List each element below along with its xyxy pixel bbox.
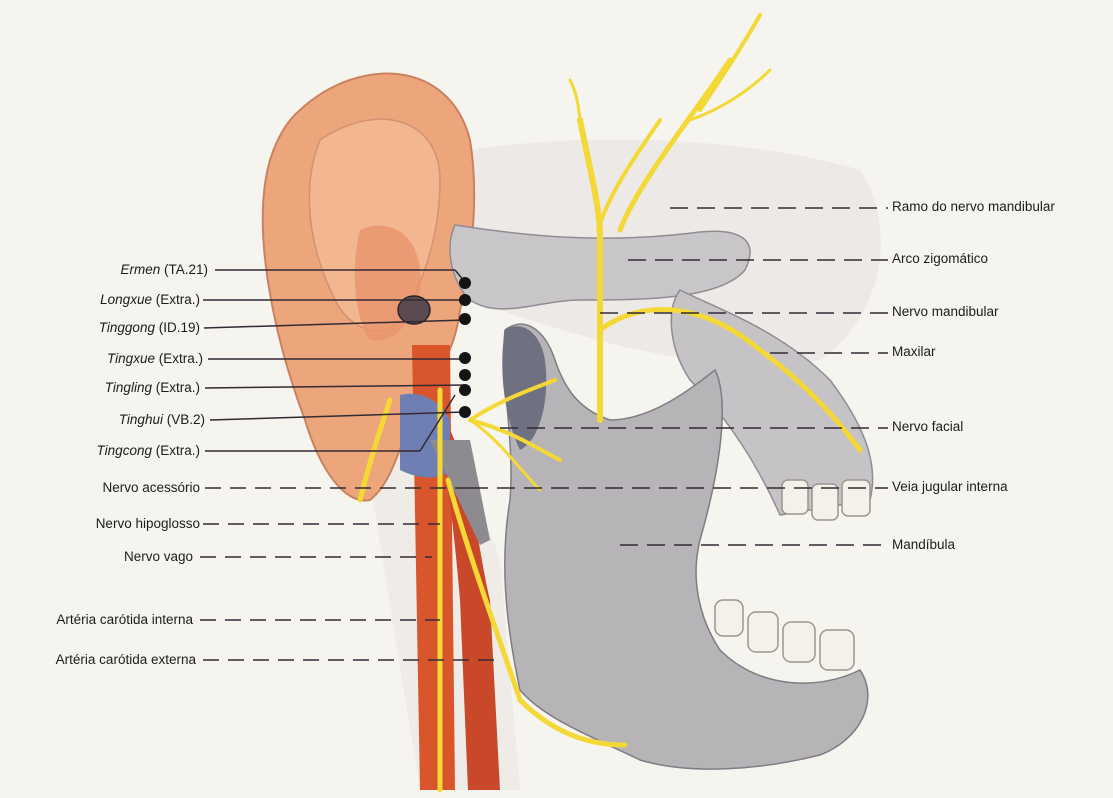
acupoint-tingxue-2 bbox=[459, 369, 471, 381]
label-tingxue-code: (Extra.) bbox=[159, 351, 203, 366]
label-vagus-nerve: Nervo vago bbox=[124, 549, 193, 565]
label-tinggong-point: Tinggong bbox=[99, 320, 155, 335]
label-tingling: Tingling (Extra.) bbox=[105, 380, 200, 396]
label-internal-jugular-vein: Veia jugular interna bbox=[892, 479, 1008, 495]
label-accessory-nerve: Nervo acessório bbox=[102, 480, 200, 496]
label-tingxue: Tingxue (Extra.) bbox=[107, 351, 203, 367]
label-mandible: Mandíbula bbox=[892, 537, 955, 553]
label-external-carotid: Artéria carótida externa bbox=[56, 652, 196, 668]
label-facial-nerve: Nervo facial bbox=[892, 419, 963, 435]
acupoint-tingxue bbox=[459, 352, 471, 364]
label-tingling-code: (Extra.) bbox=[156, 380, 200, 395]
label-longxue: Longxue (Extra.) bbox=[100, 292, 200, 308]
label-ermen: Ermen (TA.21) bbox=[120, 262, 208, 278]
acupoint-tinghui bbox=[459, 406, 471, 418]
upper-teeth bbox=[782, 480, 870, 520]
label-zygomatic-arch: Arco zigomático bbox=[892, 251, 988, 267]
label-maxilla: Maxilar bbox=[892, 344, 936, 360]
label-mandibular-nerve-branch: Ramo do nervo mandibular bbox=[892, 199, 1055, 215]
acupoints bbox=[459, 277, 471, 418]
label-tinghui: Tinghui (VB.2) bbox=[119, 412, 205, 428]
label-tinggong: Tinggong (ID.19) bbox=[99, 320, 200, 336]
acupoint-tinggong bbox=[459, 313, 471, 325]
label-tingcong: Tingcong (Extra.) bbox=[97, 443, 200, 459]
acupoint-ermen bbox=[459, 277, 471, 289]
label-tinggong-code: (ID.19) bbox=[159, 320, 200, 335]
label-tingcong-point: Tingcong bbox=[97, 443, 152, 458]
label-tingxue-point: Tingxue bbox=[107, 351, 155, 366]
acupoint-longxue bbox=[459, 294, 471, 306]
acupoint-tingling bbox=[459, 384, 471, 396]
label-longxue-point: Longxue bbox=[100, 292, 152, 307]
label-longxue-code: (Extra.) bbox=[156, 292, 200, 307]
label-tingcong-code: (Extra.) bbox=[156, 443, 200, 458]
label-hypoglossal-nerve: Nervo hipoglosso bbox=[96, 516, 200, 532]
label-ermen-code: (TA.21) bbox=[164, 262, 208, 277]
label-tinghui-code: (VB.2) bbox=[167, 412, 205, 427]
label-mandibular-nerve: Nervo mandibular bbox=[892, 304, 999, 320]
lower-teeth bbox=[715, 600, 854, 670]
label-ermen-point: Ermen bbox=[120, 262, 160, 277]
label-tinghui-point: Tinghui bbox=[119, 412, 163, 427]
label-tingling-point: Tingling bbox=[105, 380, 152, 395]
label-internal-carotid: Artéria carótida interna bbox=[56, 612, 193, 628]
